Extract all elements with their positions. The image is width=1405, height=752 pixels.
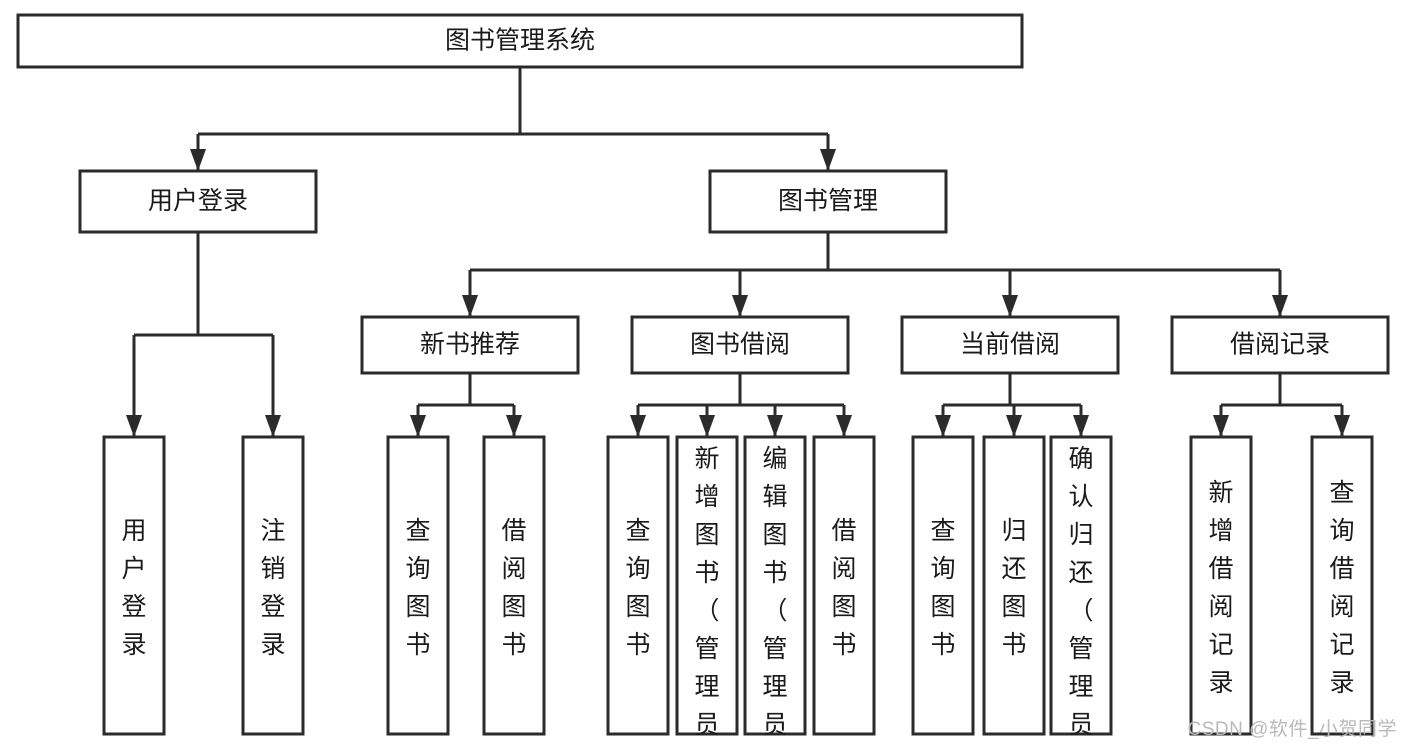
watermark-label: CSDN @软件_小贺同学 [1187, 719, 1397, 740]
arrow-head-icon [265, 415, 281, 437]
arrow-head-icon [506, 415, 522, 437]
arrow-head-icon [935, 415, 951, 437]
node-leaf-query-book-1-label: 查询图书 [405, 517, 430, 659]
node-leaf-query-book-3-label: 查询图书 [930, 517, 955, 659]
arrow-head-icon [732, 295, 748, 317]
arrow-head-icon [410, 415, 426, 437]
arrow-head-icon [126, 415, 142, 437]
node-new-book-recommend-box [360, 315, 580, 375]
node-leaf-logout[interactable]: 注销登录 [241, 435, 305, 736]
node-current-borrow-label: 当前借阅 [960, 331, 1060, 359]
arrow-head-icon [836, 415, 852, 437]
node-leaf-add-record[interactable]: 新增借阅记录 [1189, 435, 1253, 736]
node-leaf-user-login-box [102, 435, 166, 736]
node-leaf-logout-box [241, 435, 305, 736]
connector-layer [126, 67, 1350, 437]
node-book-borrow-label: 图书借阅 [690, 331, 790, 359]
arrow-head-icon [1002, 295, 1018, 317]
node-leaf-confirm-return-box [1049, 435, 1113, 736]
node-leaf-edit-book-label: 编辑图书（管理员） [762, 445, 787, 747]
node-leaf-user-login[interactable]: 用户登录 [102, 435, 166, 736]
node-book-borrow-box [630, 315, 850, 375]
node-leaf-add-book-label: 新增图书（管理员） [694, 445, 719, 747]
node-leaf-user-login-label: 用户登录 [121, 517, 146, 659]
node-leaf-borrow-book-2-label: 借阅图书 [831, 517, 856, 659]
arrow-head-icon [1272, 295, 1288, 317]
node-borrow-record-box [1170, 315, 1390, 375]
node-leaf-confirm-return[interactable]: 确认归还（管理员） [1049, 435, 1113, 752]
node-leaf-confirm-return-label: 确认归还（管理员） [1068, 445, 1093, 747]
node-leaf-borrow-book-1-label: 借阅图书 [501, 517, 526, 659]
arrow-head-icon [1334, 415, 1350, 437]
node-user-login-box [78, 169, 318, 234]
node-leaf-edit-book[interactable]: 编辑图书（管理员） [743, 435, 807, 752]
node-borrow-record-label: 借阅记录 [1230, 331, 1330, 359]
node-book-borrow[interactable]: 图书借阅 [630, 315, 850, 375]
node-book-management-label: 图书管理 [778, 187, 878, 215]
node-leaf-return-book-box [982, 435, 1046, 736]
node-user-login[interactable]: 用户登录 [78, 169, 318, 234]
arrow-head-icon [820, 149, 836, 171]
node-leaf-edit-book-box [743, 435, 807, 736]
node-leaf-add-book[interactable]: 新增图书（管理员） [675, 435, 739, 752]
node-leaf-borrow-book-2-box [812, 435, 876, 736]
arrow-head-icon [630, 415, 646, 437]
node-leaf-return-book-label: 归还图书 [1001, 517, 1026, 659]
node-new-book-recommend[interactable]: 新书推荐 [360, 315, 580, 375]
arrow-head-icon [1213, 415, 1229, 437]
node-leaf-query-book-1-box [386, 435, 450, 736]
node-leaf-add-book-box [675, 435, 739, 736]
node-leaf-borrow-book-2[interactable]: 借阅图书 [812, 435, 876, 736]
node-current-borrow[interactable]: 当前借阅 [900, 315, 1120, 375]
node-root-system-label: 图书管理系统 [445, 27, 595, 55]
arrow-head-icon [1006, 415, 1022, 437]
node-user-login-label: 用户登录 [148, 187, 248, 215]
node-root-system-box [16, 13, 1024, 69]
node-leaf-query-record[interactable]: 查询借阅记录 [1310, 435, 1374, 736]
node-leaf-query-book-2-box [606, 435, 670, 736]
node-leaf-logout-label: 注销登录 [260, 517, 285, 659]
node-new-book-recommend-label: 新书推荐 [420, 331, 520, 359]
node-layer: 图书管理系统用户登录图书管理新书推荐图书借阅当前借阅借阅记录用户登录注销登录查询… [16, 13, 1390, 752]
arrow-head-icon [1073, 415, 1089, 437]
node-leaf-query-record-box [1310, 435, 1374, 736]
node-leaf-borrow-book-1[interactable]: 借阅图书 [482, 435, 546, 736]
node-current-borrow-box [900, 315, 1120, 375]
node-leaf-add-record-box [1189, 435, 1253, 736]
node-book-management-box [708, 169, 948, 234]
arrow-head-icon [462, 295, 478, 317]
node-leaf-query-book-2[interactable]: 查询图书 [606, 435, 670, 736]
node-leaf-add-record-label: 新增借阅记录 [1208, 479, 1233, 697]
node-book-management[interactable]: 图书管理 [708, 169, 948, 234]
node-leaf-query-book-1[interactable]: 查询图书 [386, 435, 450, 736]
arrow-head-icon [699, 415, 715, 437]
node-leaf-borrow-book-1-box [482, 435, 546, 736]
node-leaf-query-record-label: 查询借阅记录 [1329, 479, 1354, 697]
node-leaf-query-book-3[interactable]: 查询图书 [911, 435, 975, 736]
node-root-system[interactable]: 图书管理系统 [16, 13, 1024, 69]
node-leaf-return-book[interactable]: 归还图书 [982, 435, 1046, 736]
arrow-head-icon [767, 415, 783, 437]
node-leaf-query-book-2-label: 查询图书 [625, 517, 650, 659]
arrow-head-icon [190, 149, 206, 171]
node-borrow-record[interactable]: 借阅记录 [1170, 315, 1390, 375]
node-leaf-query-book-3-box [911, 435, 975, 736]
